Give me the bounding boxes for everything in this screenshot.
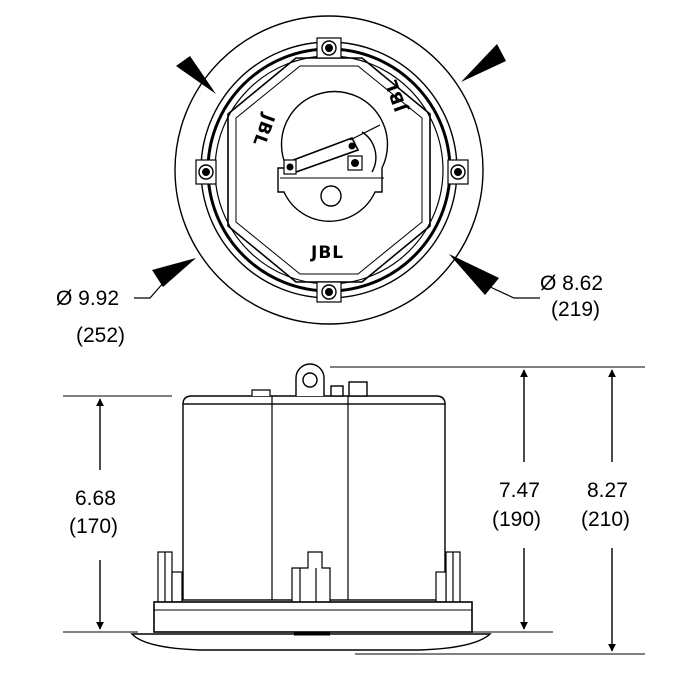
outer-diameter-arrow-bottom: [152, 258, 196, 287]
extension-lines: [63, 366, 645, 655]
mount-screw-right: [447, 159, 469, 185]
cutout-diameter-leader: [487, 285, 540, 299]
logo-bottom: JBL: [310, 243, 344, 263]
mounting-flange: [153, 601, 473, 633]
can-top-cap: [182, 395, 446, 405]
cutout-diameter-label: Ø 8.62: [540, 272, 603, 295]
top-fastener: [251, 389, 271, 396]
cutout-diameter-arrow-top: [461, 44, 506, 82]
bracket-height-label: 7.47: [499, 479, 540, 502]
outer-diameter-metric: (252): [76, 324, 125, 347]
outer-diameter-arrow-top: [176, 56, 216, 94]
total-height-label: 8.27: [587, 479, 628, 502]
lever-pivot-right: [351, 159, 359, 167]
total-height-metric: (210): [581, 508, 630, 531]
lever-arc: [349, 124, 381, 141]
lever-pivot-left: [286, 163, 294, 171]
logo-left: JBL: [248, 110, 278, 149]
side-view: [130, 363, 492, 651]
body-height-metric: (170): [69, 515, 118, 538]
center-hole: [320, 185, 342, 207]
lever-arc-curve: [361, 131, 377, 173]
top-view: [174, 15, 484, 325]
center-plate: [277, 90, 389, 222]
mount-screw-top: [316, 37, 342, 59]
mount-screw-left: [195, 159, 217, 185]
diameter-arrows: [152, 44, 506, 295]
dimension-lines: [96, 369, 616, 652]
baffle-octagon-inner: [235, 65, 423, 275]
center-bracket: [291, 551, 331, 606]
bracket-height-metric: (190): [492, 508, 541, 531]
cutout-diameter-arrow-bottom: [449, 254, 499, 295]
outer-diameter-label: Ø 9.92: [56, 287, 119, 310]
cutout-diameter-metric: (219): [551, 298, 600, 321]
outer-trim-ring: [174, 15, 484, 325]
clamp-left: [157, 551, 183, 607]
clamp-right: [435, 551, 461, 607]
grille-lip: [130, 633, 492, 651]
mount-screw-bottom: [316, 281, 342, 303]
terminal-block: [330, 381, 368, 397]
baffle-octagon: [227, 57, 431, 283]
lifting-eye: [295, 363, 325, 396]
outer-diameter-leader: [134, 281, 165, 299]
body-height-label: 6.68: [75, 487, 116, 510]
lever-pivot-top: [348, 142, 356, 150]
